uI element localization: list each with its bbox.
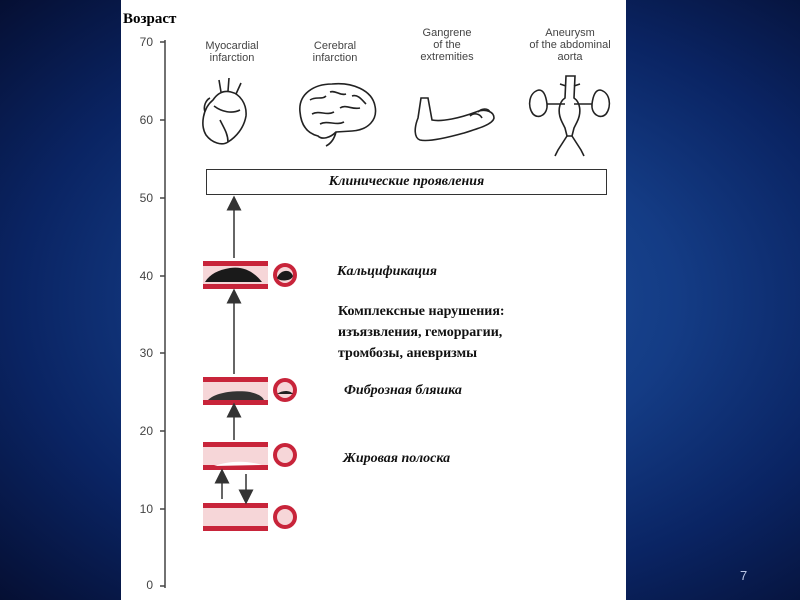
organ-label-cerebral: Cerebral infarction [312, 40, 358, 64]
heart-icon [202, 77, 247, 145]
tick-label-30: 30 [139, 346, 153, 360]
vessel-fibrous-plaque [203, 377, 297, 405]
tick-label-20: 20 [139, 424, 153, 438]
stage-fatty-streak-label: Жировая полоска [343, 451, 451, 466]
brain-icon [299, 82, 377, 147]
stage-calcification-label: Кальцификация [337, 264, 437, 279]
organ-label-myocardial: Myocardial infarction [205, 40, 259, 64]
organ-label-aneurysm: Aneurysm of the abdominal aorta [529, 27, 611, 63]
tick-label-60: 60 [139, 113, 153, 127]
progression-arrows [214, 195, 254, 505]
tick-label-50: 50 [139, 191, 153, 205]
vessel-fatty-streak [203, 442, 297, 470]
organ-label-gangrene: Gangrene of the extremities [420, 27, 474, 63]
age-axis [160, 40, 166, 588]
stage-fibrous-plaque-label: Фиброзная бляшка [344, 383, 462, 398]
tick-label-0: 0 [146, 578, 153, 592]
clinical-manifestations-box: Клинические проявления [206, 169, 607, 195]
tick-label-40: 40 [139, 269, 153, 283]
clinical-manifestations-label: Клинические проявления [328, 174, 485, 189]
slide-number: 7 [740, 568, 748, 583]
tick-label-70: 70 [139, 35, 153, 49]
stage-complex-label: Комплексные нарушения: изъязвления, гемо… [338, 304, 505, 361]
foot-icon [414, 97, 495, 142]
age-axis-title: Возраст [123, 11, 177, 27]
vessel-normal [203, 503, 297, 531]
aorta-kidneys-icon [528, 75, 611, 157]
vessel-calcification [203, 261, 297, 289]
tick-label-10: 10 [139, 502, 153, 516]
